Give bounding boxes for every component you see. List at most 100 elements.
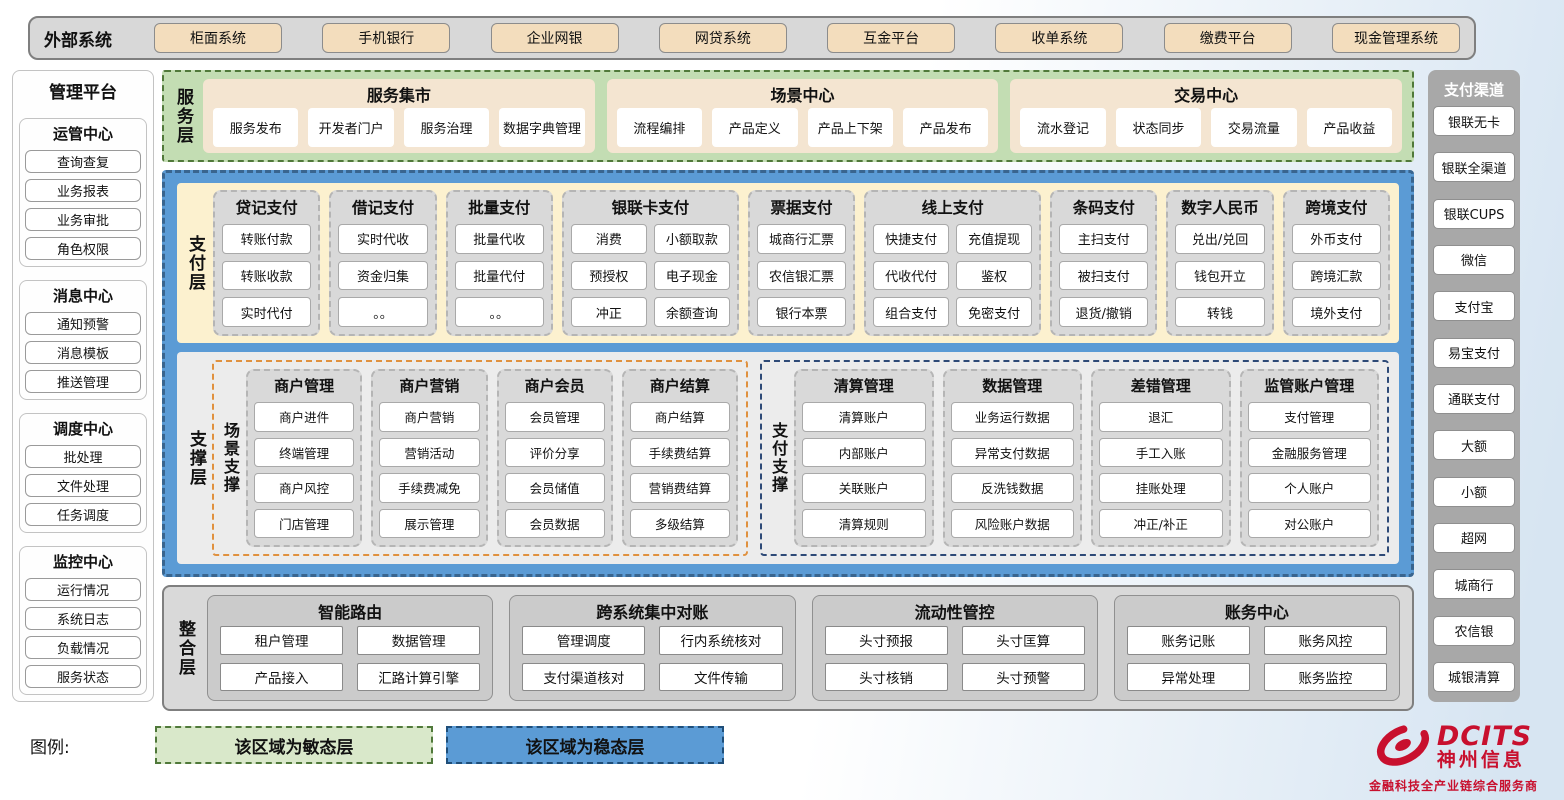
service-item-button[interactable]: 服务发布 — [213, 108, 298, 147]
support-item-button[interactable]: 支付管理 — [1248, 402, 1371, 432]
integration-item-button[interactable]: 租户管理 — [220, 626, 343, 655]
support-item-button[interactable]: 多级结算 — [630, 509, 730, 539]
payment-item-button[interactable]: 实时代收 — [338, 224, 427, 254]
payment-item-button[interactable]: 转钱 — [1175, 297, 1264, 327]
service-item-button[interactable]: 状态同步 — [1116, 108, 1201, 147]
payment-item-button[interactable]: 。。 — [338, 297, 427, 327]
payment-item-button[interactable]: 鉴权 — [956, 261, 1032, 291]
external-system-button[interactable]: 收单系统 — [995, 23, 1123, 53]
payment-item-button[interactable]: 钱包开立 — [1175, 261, 1264, 291]
channel-button[interactable]: 小额 — [1433, 477, 1515, 507]
service-item-button[interactable]: 产品上下架 — [808, 108, 893, 147]
external-system-button[interactable]: 柜面系统 — [154, 23, 282, 53]
support-item-button[interactable]: 商户进件 — [254, 402, 354, 432]
payment-item-button[interactable]: 充值提现 — [956, 224, 1032, 254]
payment-item-button[interactable]: 消费 — [571, 224, 647, 254]
support-item-button[interactable]: 会员管理 — [505, 402, 605, 432]
support-item-button[interactable]: 个人账户 — [1248, 473, 1371, 503]
channel-button[interactable]: 支付宝 — [1433, 291, 1515, 321]
support-item-button[interactable]: 对公账户 — [1248, 509, 1371, 539]
channel-button[interactable]: 微信 — [1433, 245, 1515, 275]
payment-item-button[interactable]: 免密支付 — [956, 297, 1032, 327]
management-item-button[interactable]: 推送管理 — [25, 370, 141, 393]
support-item-button[interactable]: 反洗钱数据 — [951, 473, 1074, 503]
payment-item-button[interactable]: 城商行汇票 — [757, 224, 846, 254]
management-item-button[interactable]: 角色权限 — [25, 237, 141, 260]
support-item-button[interactable]: 商户营销 — [379, 402, 479, 432]
channel-button[interactable]: 银联无卡 — [1433, 106, 1515, 136]
payment-item-button[interactable]: 代收代付 — [873, 261, 949, 291]
support-item-button[interactable]: 挂账处理 — [1099, 473, 1222, 503]
service-item-button[interactable]: 数据字典管理 — [499, 108, 584, 147]
support-item-button[interactable]: 门店管理 — [254, 509, 354, 539]
payment-item-button[interactable]: 余额查询 — [654, 297, 730, 327]
payment-item-button[interactable]: 境外支付 — [1292, 297, 1381, 327]
payment-item-button[interactable]: 。。 — [455, 297, 544, 327]
service-item-button[interactable]: 流水登记 — [1020, 108, 1105, 147]
external-system-button[interactable]: 互金平台 — [827, 23, 955, 53]
integration-item-button[interactable]: 管理调度 — [522, 626, 645, 655]
management-item-button[interactable]: 文件处理 — [25, 474, 141, 497]
channel-button[interactable]: 通联支付 — [1433, 384, 1515, 414]
management-item-button[interactable]: 消息模板 — [25, 341, 141, 364]
support-item-button[interactable]: 退汇 — [1099, 402, 1222, 432]
service-item-button[interactable]: 交易流量 — [1211, 108, 1296, 147]
integration-item-button[interactable]: 头寸预报 — [825, 626, 948, 655]
management-item-button[interactable]: 负载情况 — [25, 636, 141, 659]
support-item-button[interactable]: 清算账户 — [802, 402, 925, 432]
support-item-button[interactable]: 手续费减免 — [379, 473, 479, 503]
support-item-button[interactable]: 会员储值 — [505, 473, 605, 503]
integration-item-button[interactable]: 账务记账 — [1127, 626, 1250, 655]
payment-item-button[interactable]: 电子现金 — [654, 261, 730, 291]
support-item-button[interactable]: 金融服务管理 — [1248, 438, 1371, 468]
payment-item-button[interactable]: 跨境汇款 — [1292, 261, 1381, 291]
payment-item-button[interactable]: 转账收款 — [222, 261, 311, 291]
channel-button[interactable]: 易宝支付 — [1433, 338, 1515, 368]
payment-item-button[interactable]: 外币支付 — [1292, 224, 1381, 254]
support-item-button[interactable]: 内部账户 — [802, 438, 925, 468]
channel-button[interactable]: 银联全渠道 — [1433, 152, 1515, 182]
support-item-button[interactable]: 营销费结算 — [630, 473, 730, 503]
payment-item-button[interactable]: 银行本票 — [757, 297, 846, 327]
support-item-button[interactable]: 异常支付数据 — [951, 438, 1074, 468]
payment-item-button[interactable]: 快捷支付 — [873, 224, 949, 254]
service-item-button[interactable]: 产品发布 — [903, 108, 988, 147]
integration-item-button[interactable]: 行内系统核对 — [659, 626, 782, 655]
integration-item-button[interactable]: 文件传输 — [659, 663, 782, 692]
service-item-button[interactable]: 服务治理 — [404, 108, 489, 147]
payment-item-button[interactable]: 小额取款 — [654, 224, 730, 254]
support-item-button[interactable]: 冲正/补正 — [1099, 509, 1222, 539]
integration-item-button[interactable]: 账务风控 — [1264, 626, 1387, 655]
service-item-button[interactable]: 产品定义 — [712, 108, 797, 147]
management-item-button[interactable]: 运行情况 — [25, 578, 141, 601]
service-item-button[interactable]: 流程编排 — [617, 108, 702, 147]
channel-button[interactable]: 银联CUPS — [1433, 199, 1515, 229]
management-item-button[interactable]: 业务报表 — [25, 179, 141, 202]
support-item-button[interactable]: 评价分享 — [505, 438, 605, 468]
channel-button[interactable]: 城银清算 — [1433, 662, 1515, 692]
integration-item-button[interactable]: 头寸核销 — [825, 663, 948, 692]
management-item-button[interactable]: 通知预警 — [25, 312, 141, 335]
integration-item-button[interactable]: 头寸预警 — [962, 663, 1085, 692]
external-system-button[interactable]: 企业网银 — [491, 23, 619, 53]
payment-item-button[interactable]: 被扫支付 — [1059, 261, 1148, 291]
management-item-button[interactable]: 业务审批 — [25, 208, 141, 231]
channel-button[interactable]: 大额 — [1433, 430, 1515, 460]
support-item-button[interactable]: 营销活动 — [379, 438, 479, 468]
support-item-button[interactable]: 商户风控 — [254, 473, 354, 503]
support-item-button[interactable]: 风险账户数据 — [951, 509, 1074, 539]
external-system-button[interactable]: 现金管理系统 — [1332, 23, 1460, 53]
payment-item-button[interactable]: 冲正 — [571, 297, 647, 327]
integration-item-button[interactable]: 汇路计算引擎 — [357, 663, 480, 692]
payment-item-button[interactable]: 预授权 — [571, 261, 647, 291]
integration-item-button[interactable]: 头寸匡算 — [962, 626, 1085, 655]
payment-item-button[interactable]: 资金归集 — [338, 261, 427, 291]
management-item-button[interactable]: 查询查复 — [25, 150, 141, 173]
channel-button[interactable]: 城商行 — [1433, 569, 1515, 599]
external-system-button[interactable]: 手机银行 — [322, 23, 450, 53]
payment-item-button[interactable]: 退货/撤销 — [1059, 297, 1148, 327]
payment-item-button[interactable]: 转账付款 — [222, 224, 311, 254]
support-item-button[interactable]: 清算规则 — [802, 509, 925, 539]
channel-button[interactable]: 超网 — [1433, 523, 1515, 553]
support-item-button[interactable]: 业务运行数据 — [951, 402, 1074, 432]
